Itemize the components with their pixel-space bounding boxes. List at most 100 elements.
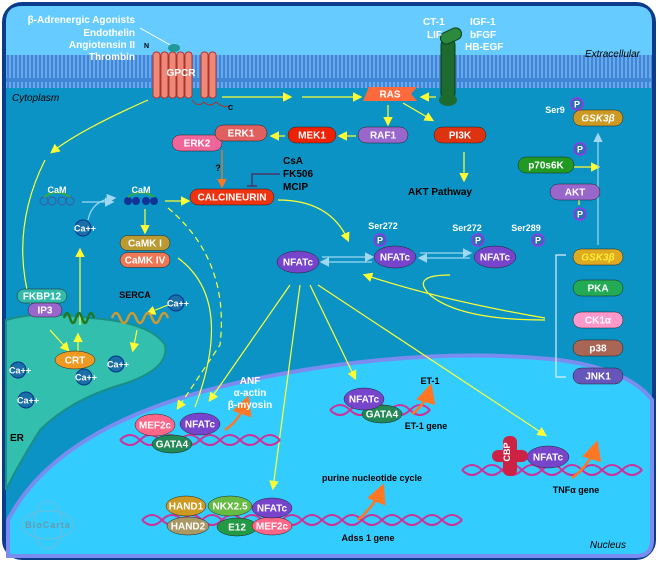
protein-jnk1[interactable]: JNK1 xyxy=(572,367,624,385)
ligand-thrombin: Thrombin xyxy=(89,52,135,63)
gpcr-label: GPCR xyxy=(167,68,197,79)
protein-pi3k[interactable]: PI3K xyxy=(433,126,487,144)
protein-pka[interactable]: PKA xyxy=(572,279,624,297)
gpcr-receptor[interactable]: GPCR N C xyxy=(144,43,233,112)
gpcr-c-terminus: C xyxy=(228,105,233,112)
phosphate-icon: P xyxy=(573,142,587,156)
phosphate-icon: P xyxy=(531,233,545,247)
protein-label: NFATc xyxy=(257,504,288,515)
protein-shape xyxy=(572,279,624,297)
protein-label: HAND1 xyxy=(169,502,204,513)
protein-label: GSK3β xyxy=(581,114,614,125)
ligand-angiotensin-ii: Angiotensin II xyxy=(69,40,135,51)
er-label: ER xyxy=(10,433,25,444)
protein-nfatc-tnfa[interactable]: NFATc xyxy=(526,445,570,469)
protein-nfatc-anf[interactable]: NFATc xyxy=(179,412,221,436)
protein-shape xyxy=(251,497,293,519)
inhibitor-fk506: FK506 xyxy=(283,169,313,180)
protein-e12[interactable]: E12 xyxy=(216,517,258,537)
protein-crt[interactable]: CRT xyxy=(54,350,96,370)
ser272-label-1: Ser272 xyxy=(368,221,398,231)
protein-p70s6k[interactable]: p70s6K xyxy=(517,156,575,174)
growth-factor-receptor[interactable] xyxy=(438,26,463,106)
ip3-receptor-channel xyxy=(62,311,96,325)
protein-gsk3b-top[interactable]: GSK3β xyxy=(572,109,624,127)
protein-label: AKT xyxy=(565,188,586,199)
protein-label: FKBP12 xyxy=(23,292,62,303)
protein-mef2c-adss1[interactable]: MEF2c xyxy=(251,516,293,536)
phosphate-label: P xyxy=(574,100,580,110)
protein-label: JNK1 xyxy=(585,372,611,383)
adss1-gene-label: Adss 1 gene xyxy=(341,533,394,543)
protein-label: CBP xyxy=(502,442,512,461)
protein-shape xyxy=(151,434,193,454)
protein-nkx2-5[interactable]: NKX2.5 xyxy=(207,495,253,517)
ligand-hb-egf: HB-EGF xyxy=(465,42,503,53)
ser9-label: Ser9 xyxy=(545,105,565,115)
ligand-ct-1: CT-1 xyxy=(423,17,445,28)
protein-mek1[interactable]: MEK1 xyxy=(287,126,337,144)
biocarta-logo: BioCarta xyxy=(21,500,75,550)
protein-label: CK1α xyxy=(585,316,612,327)
calcium-label: Ca++ xyxy=(74,224,96,234)
phosphate-icon: P xyxy=(373,233,387,247)
protein-shape xyxy=(179,412,221,436)
protein-hand2[interactable]: HAND2 xyxy=(166,516,210,536)
unknown-link-label: ? xyxy=(215,163,221,173)
protein-label: NFATc xyxy=(283,258,314,269)
serca-pump xyxy=(110,311,170,325)
protein-label: RAF1 xyxy=(370,131,397,142)
protein-label: MEF2c xyxy=(256,522,289,533)
calcium-ion-icon: Ca++ xyxy=(167,294,189,312)
protein-erk2[interactable]: ERK2 xyxy=(171,134,223,152)
protein-shape xyxy=(189,188,275,206)
phosphate-icon: P xyxy=(573,207,587,221)
protein-nfatc-et1[interactable]: NFATc xyxy=(343,387,385,411)
target-beta-myosin: β-myosin xyxy=(228,400,272,411)
protein-fkbp12[interactable]: FKBP12 xyxy=(16,288,68,304)
protein-gata4-anf[interactable]: GATA4 xyxy=(151,434,193,454)
calcium-ion-icon: Ca++ xyxy=(74,219,96,237)
protein-shape xyxy=(572,109,624,127)
protein-ip3[interactable]: IP3 xyxy=(27,302,63,318)
protein-nfatc-adss1[interactable]: NFATc xyxy=(251,497,293,519)
protein-ck1a[interactable]: CK1α xyxy=(572,311,624,329)
protein-erk1[interactable]: ERK1 xyxy=(214,124,268,142)
ser272-label-2: Ser272 xyxy=(452,223,482,233)
biocarta-logo-text: BioCarta xyxy=(25,520,71,530)
protein-camk1[interactable]: CaMK I xyxy=(119,235,171,251)
protein-cbp[interactable]: CBP xyxy=(492,436,528,476)
protein-calcineurin[interactable]: CALCINEURIN xyxy=(189,188,275,206)
ligand-lif: LIF xyxy=(427,30,442,41)
protein-ras[interactable]: RAS xyxy=(363,87,417,101)
protein-nfatc-phospho-1[interactable]: NFATc xyxy=(373,245,417,269)
calcium-label: Ca++ xyxy=(107,360,129,370)
extracellular-space xyxy=(6,6,652,55)
protein-label: MEF2c xyxy=(139,421,172,432)
protein-nfatc-phospho-2[interactable]: NFATc xyxy=(473,245,517,269)
protein-akt[interactable]: AKT xyxy=(549,183,601,201)
protein-hand1[interactable]: HAND1 xyxy=(165,495,207,517)
protein-raf1[interactable]: RAF1 xyxy=(357,126,409,144)
protein-gsk3b[interactable]: GSK3β xyxy=(572,248,624,266)
protein-p38[interactable]: p38 xyxy=(572,339,624,357)
protein-camk4[interactable]: CaMK IV xyxy=(119,252,171,268)
protein-shape xyxy=(549,183,601,201)
protein-shape xyxy=(357,126,409,144)
protein-shape xyxy=(363,87,417,101)
purine-cycle-label: purine nucleotide cycle xyxy=(322,473,422,483)
protein-label: PI3K xyxy=(449,131,472,142)
protein-shape xyxy=(165,495,207,517)
protein-label: CALCINEURIN xyxy=(198,193,267,204)
protein-shape xyxy=(119,235,171,251)
protein-label: GATA4 xyxy=(366,410,399,421)
protein-shape xyxy=(27,302,63,318)
protein-shape xyxy=(572,339,624,357)
protein-label: HAND2 xyxy=(171,522,206,533)
phosphate-icon: P xyxy=(471,233,485,247)
protein-gata4-et1[interactable]: GATA4 xyxy=(361,404,403,424)
protein-mef2c-anf[interactable]: MEF2c xyxy=(134,413,176,437)
calmodulin-active xyxy=(124,191,158,205)
protein-nfatc-cytoplasmic[interactable]: NFATc xyxy=(276,250,320,274)
protein-label: CRT xyxy=(65,356,86,367)
